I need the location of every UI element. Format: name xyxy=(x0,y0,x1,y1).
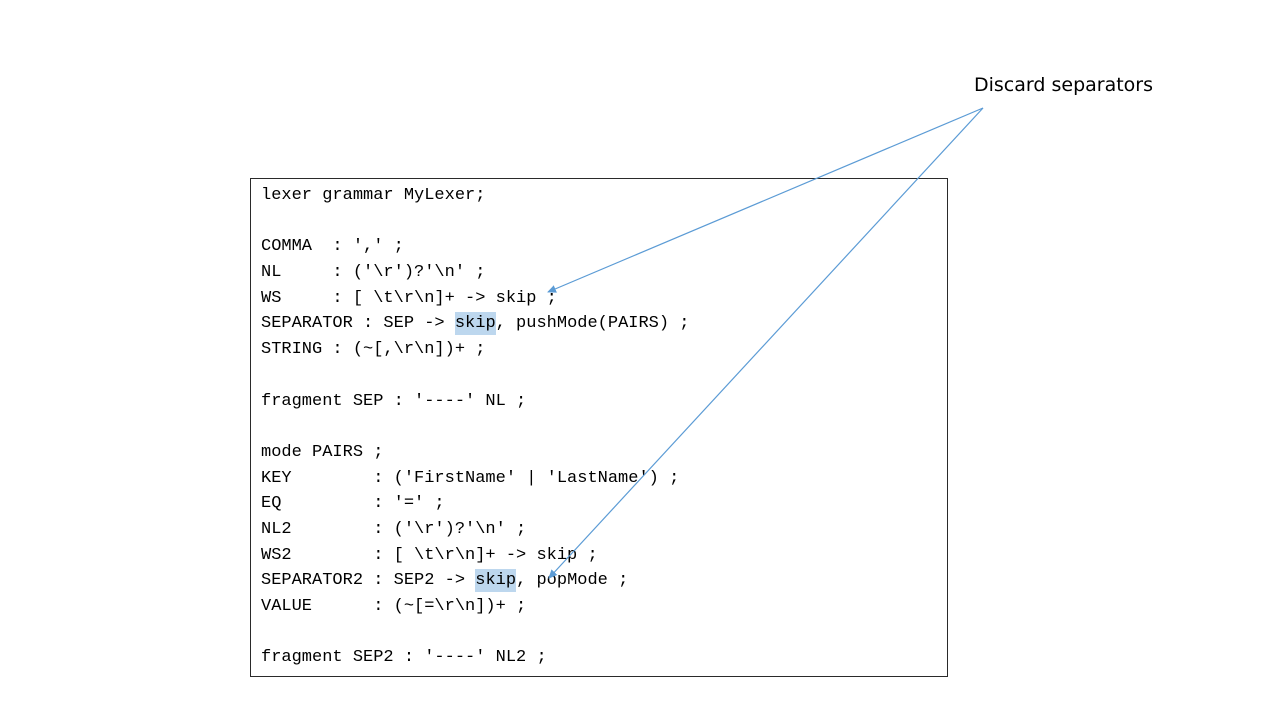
code-text: VALUE : (~[=\r\n])+ ; xyxy=(261,597,527,616)
code-line: fragment SEP2 : '----' NL2 ; xyxy=(261,645,690,671)
code-line: COMMA : ',' ; xyxy=(261,234,690,260)
code-text: SEPARATOR2 : SEP2 -> xyxy=(261,571,476,591)
code-text: NL2 : ('\r')?'\n' ; xyxy=(261,519,527,539)
code-text: fragment SEP2 : '----' NL2 ; xyxy=(261,648,547,668)
highlighted-skip: skip xyxy=(454,312,496,336)
code-text: EQ : '=' ; xyxy=(261,494,445,514)
code-line: VALUE : (~[=\r\n])+ ; xyxy=(261,594,690,620)
code-text: , pushMode(PAIRS) ; xyxy=(495,314,690,334)
code-text: SEPARATOR : SEP -> xyxy=(261,314,455,334)
code-line: NL2 : ('\r')?'\n' ; xyxy=(261,517,690,543)
code-line: KEY : ('FirstName' | 'LastName') ; xyxy=(261,466,690,492)
code-text: KEY : ('FirstName' | 'LastName') ; xyxy=(261,468,680,488)
code-line: mode PAIRS ; xyxy=(261,440,690,466)
code-line: SEPARATOR2 : SEP2 -> skip, popMode ; xyxy=(261,568,690,594)
code-line: WS : [ \t\r\n]+ -> skip ; xyxy=(261,286,690,312)
code-line: STRING : (~[,\r\n])+ ; xyxy=(261,337,690,363)
code-line xyxy=(261,363,690,389)
code-listing-box: lexer grammar MyLexer; COMMA : ',' ; NL : … xyxy=(250,178,948,677)
code-text: lexer grammar MyLexer; xyxy=(261,186,486,205)
annotation-label: Discard separators xyxy=(974,74,1154,96)
code-text: NL : ('\r')?'\n' ; xyxy=(261,263,486,283)
code-text: COMMA : ',' ; xyxy=(261,237,404,257)
code-line: fragment SEP : '----' NL ; xyxy=(261,389,690,415)
code-text: mode PAIRS ; xyxy=(261,442,384,462)
code-line: NL : ('\r')?'\n' ; xyxy=(261,260,690,286)
highlighted-skip: skip xyxy=(475,569,517,593)
code-text: fragment SEP : '----' NL ; xyxy=(261,391,527,411)
code-line: SEPARATOR : SEP -> skip, pushMode(PAIRS)… xyxy=(261,311,690,337)
code-text: WS : [ \t\r\n]+ -> skip ; xyxy=(261,288,557,308)
code-listing: lexer grammar MyLexer; COMMA : ',' ; NL : … xyxy=(261,183,690,671)
code-text: STRING : (~[,\r\n])+ ; xyxy=(261,340,486,360)
code-line xyxy=(261,209,690,235)
code-line: lexer grammar MyLexer; xyxy=(261,183,690,209)
code-line xyxy=(261,414,690,440)
code-text: , popMode ; xyxy=(516,571,629,591)
code-line: EQ : '=' ; xyxy=(261,491,690,517)
code-line xyxy=(261,620,690,646)
code-text: WS2 : [ \t\r\n]+ -> skip ; xyxy=(261,545,598,565)
code-line: WS2 : [ \t\r\n]+ -> skip ; xyxy=(261,543,690,569)
